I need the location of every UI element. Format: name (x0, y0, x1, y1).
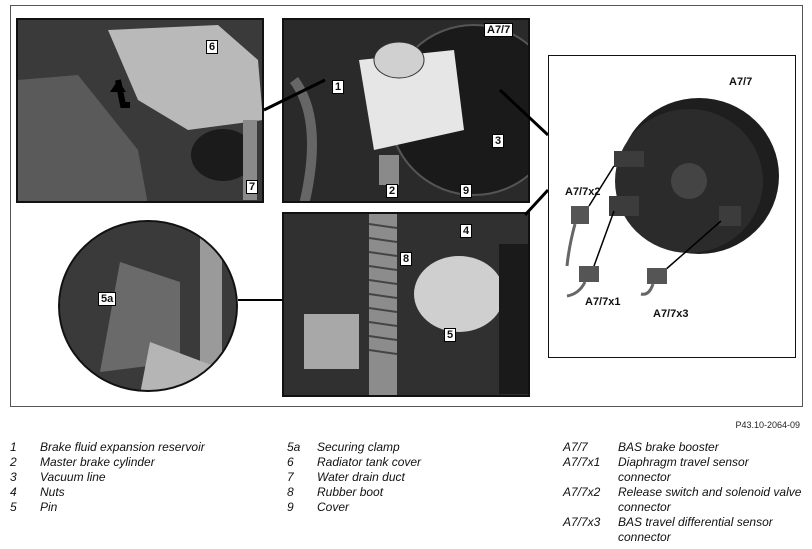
photo-reservoir: 1 2 3 9 A7/7 (282, 18, 530, 203)
legend-key: 7 (287, 470, 294, 484)
detail-circle-clamp: 5a (58, 220, 238, 392)
photo-reservoir-drawing (284, 20, 528, 201)
legend-key: A7/7x2 (563, 485, 601, 499)
booster-drawing (565, 98, 779, 298)
legend-item: 7 Water drain duct (287, 470, 547, 485)
legend-key: 8 (287, 485, 294, 499)
label-a77x2: A7/7x2 (565, 186, 601, 198)
legend-key: 6 (287, 455, 294, 469)
legend-text: Diaphragm travel sensor connector (618, 455, 749, 484)
callout-7: 7 (246, 180, 259, 194)
label-a77x3: A7/7x3 (653, 308, 689, 320)
callout-9: 9 (460, 184, 473, 198)
callout-8: 8 (400, 252, 413, 266)
callout-6: 6 (206, 40, 219, 54)
photo-radiator-area: 6 7 (16, 18, 264, 203)
callout-a77-top: A7/7 (484, 23, 514, 37)
legend-key: 5a (287, 440, 301, 454)
legend-text: Brake fluid expansion reservoir (40, 440, 205, 454)
legend-item: 5a Securing clamp (287, 440, 547, 455)
legend-item: 6 Radiator tank cover (287, 455, 547, 470)
legend-key: A7/7 (563, 440, 588, 454)
legend-item: A7/7x2 Release switch and solenoid valve … (563, 485, 803, 515)
label-a77-right: A7/7 (729, 76, 753, 88)
booster-panel: A7/7 A7/7x2 A7/7x1 A7/7x3 (548, 55, 796, 358)
legend-text: Securing clamp (317, 440, 400, 454)
legend-item: 9 Cover (287, 500, 547, 515)
legend-text: Release switch and solenoid valve connec… (618, 485, 802, 514)
detail-circle-drawing (60, 222, 236, 390)
photo-rubber-boot-drawing (284, 214, 528, 395)
callout-2: 2 (386, 184, 399, 198)
legend-key: 3 (10, 470, 17, 484)
legend-key: A7/7x1 (563, 455, 601, 469)
legend-item: 2 Master brake cylinder (10, 455, 270, 470)
callout-4: 4 (460, 224, 473, 238)
legend-column-3: A7/7 BAS brake booster A7/7x1 Diaphragm tr… (563, 440, 803, 545)
legend-text: Pin (40, 500, 58, 514)
legend-text: Master brake cylinder (40, 455, 155, 469)
legend-item: A7/7x3 BAS travel differential sensor con… (563, 515, 803, 545)
callout-5: 5 (444, 328, 457, 342)
legend-item: 4 Nuts (10, 485, 270, 500)
legend-key: 1 (10, 440, 17, 454)
legend-item: 3 Vacuum line (10, 470, 270, 485)
legend-item: 8 Rubber boot (287, 485, 547, 500)
legend-text: Radiator tank cover (317, 455, 422, 469)
legend-text: BAS brake booster (618, 440, 719, 454)
callout-1: 1 (332, 80, 345, 94)
legend-item: 5 Pin (10, 500, 270, 515)
legend-text: Cover (317, 500, 350, 514)
legend-text: BAS travel differential sensor connector (618, 515, 773, 544)
label-a77x1: A7/7x1 (585, 296, 621, 308)
legend-key: 9 (287, 500, 294, 514)
legend-key: A7/7x3 (563, 515, 601, 529)
legend-key: 4 (10, 485, 17, 499)
legend-text: Vacuum line (40, 470, 106, 484)
legend-text: Nuts (40, 485, 65, 499)
legend-item: A7/7x1 Diaphragm travel sensor connector (563, 455, 803, 485)
callout-3: 3 (492, 134, 505, 148)
legend-key: 5 (10, 500, 17, 514)
photo-radiator-drawing (18, 20, 262, 201)
figure-reference-code: P43.10-2064-09 (735, 420, 800, 430)
legend-text: Water drain duct (317, 470, 405, 484)
legend-text: Rubber boot (317, 485, 384, 499)
legend-key: 2 (10, 455, 17, 469)
photo-rubber-boot: 8 4 5 (282, 212, 530, 397)
legend-column-1: 1 Brake fluid expansion reservoir 2 Master… (10, 440, 270, 515)
callout-5a: 5a (98, 292, 117, 306)
legend-item: 1 Brake fluid expansion reservoir (10, 440, 270, 455)
legend-item: A7/7 BAS brake booster (563, 440, 803, 455)
legend-column-2: 5a Securing clamp 6 Radiator tank cover 7 W… (287, 440, 547, 515)
